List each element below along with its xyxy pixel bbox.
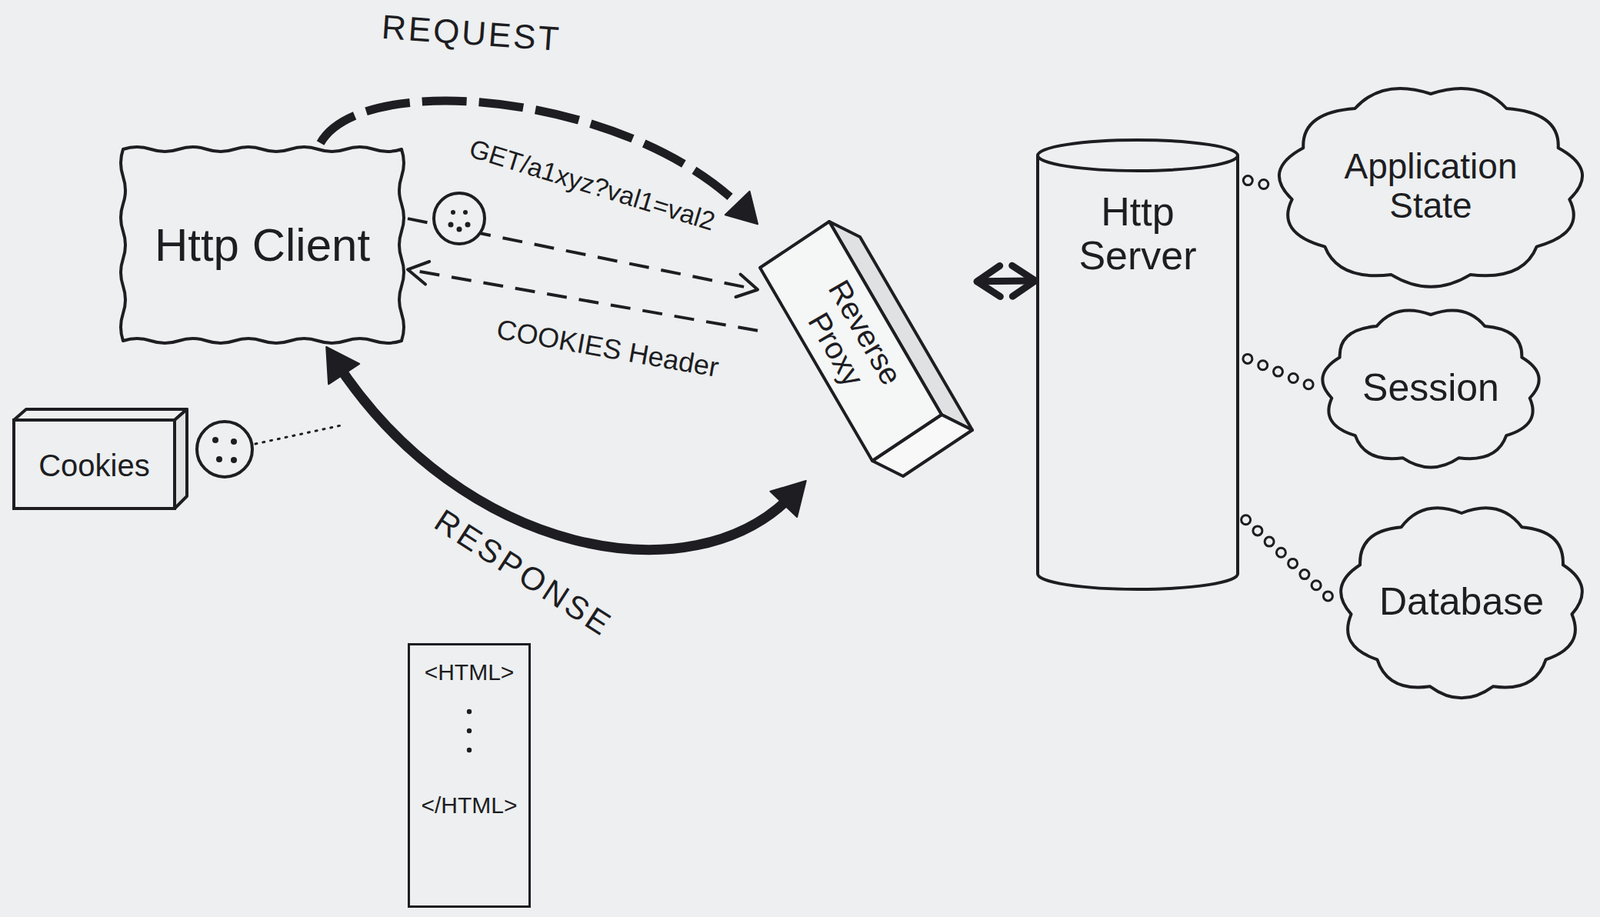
cookie-icon [196, 421, 253, 477]
connector-line [980, 276, 1033, 285]
arrow-head [725, 191, 758, 225]
cylinder-body [1037, 155, 1238, 590]
cloud-shape: Database [1333, 499, 1590, 704]
connector [1241, 515, 1334, 601]
connector-line [408, 270, 758, 331]
client-box: Http Client [116, 143, 408, 347]
connector [1243, 176, 1269, 190]
prism-front-face [760, 221, 942, 461]
leader-dot [1276, 547, 1286, 557]
box-front-face [13, 420, 175, 509]
reverse-proxy: Reverse Proxy [757, 207, 977, 481]
cookie-token-icon [433, 193, 485, 244]
html-document: <HTML> </HTML> [407, 643, 531, 908]
node-text: Cookies [38, 448, 150, 483]
prism-figure [760, 221, 973, 477]
connector-line [336, 362, 794, 550]
leader-dot [1259, 180, 1269, 190]
cloud-outline [1279, 88, 1583, 287]
leader-dot [1300, 570, 1310, 580]
node-text: Session [1362, 366, 1500, 410]
node-subtext: </HTML> [420, 792, 517, 818]
arrow-head [736, 274, 759, 297]
leader-dot [1288, 558, 1298, 568]
arrow-head [407, 261, 430, 285]
leader-dot [1303, 380, 1314, 390]
leader-dot [1243, 176, 1253, 186]
response-label: RESPONSE [423, 498, 624, 649]
dot [466, 709, 472, 714]
leader-dot [1288, 373, 1298, 384]
leader-dot [1264, 536, 1274, 547]
arrow-head [770, 480, 806, 517]
leader-dot [1243, 353, 1253, 364]
cloud-shape: Application State [1271, 80, 1590, 293]
cloud-outline [1340, 507, 1583, 698]
node-text: Http Client [154, 220, 370, 271]
arrow-head [976, 266, 1000, 297]
cloud-shape: Session [1316, 302, 1546, 474]
leader-dot [1253, 526, 1263, 536]
connector [326, 346, 806, 550]
leader-dot [1311, 580, 1321, 590]
cylinder-top [1037, 140, 1238, 171]
node-text: Http Server [1058, 190, 1217, 278]
cookies-header-label: COOKIES Header [489, 310, 726, 386]
wavy-outline [120, 146, 404, 344]
leader-dot [1258, 360, 1268, 370]
node-text: <HTML> [424, 659, 515, 685]
box-top-face [13, 409, 187, 420]
request-label: REQUEST [375, 5, 567, 61]
connector [976, 265, 1036, 297]
cookie-store-box: Cookies [12, 407, 189, 510]
connector [1243, 353, 1314, 389]
dot [466, 747, 472, 753]
node-text: Application State [1338, 146, 1524, 225]
node-text: Database [1379, 580, 1544, 624]
cloud-outline [1322, 310, 1539, 467]
connector [407, 261, 758, 331]
leader-dot [1241, 515, 1251, 525]
server-cylinder: Http Server [1035, 137, 1240, 592]
cookie-leader-line [255, 424, 345, 444]
arrow-head [326, 346, 360, 384]
leader-dot [1323, 591, 1333, 601]
dot [466, 728, 472, 734]
request-line-text: GET/a1xyz?val1=val2 [460, 130, 724, 240]
ellipsis-dots [461, 684, 477, 793]
arrow-head [1012, 265, 1036, 297]
box-side-face [174, 409, 187, 509]
leader-dot [1273, 366, 1284, 377]
